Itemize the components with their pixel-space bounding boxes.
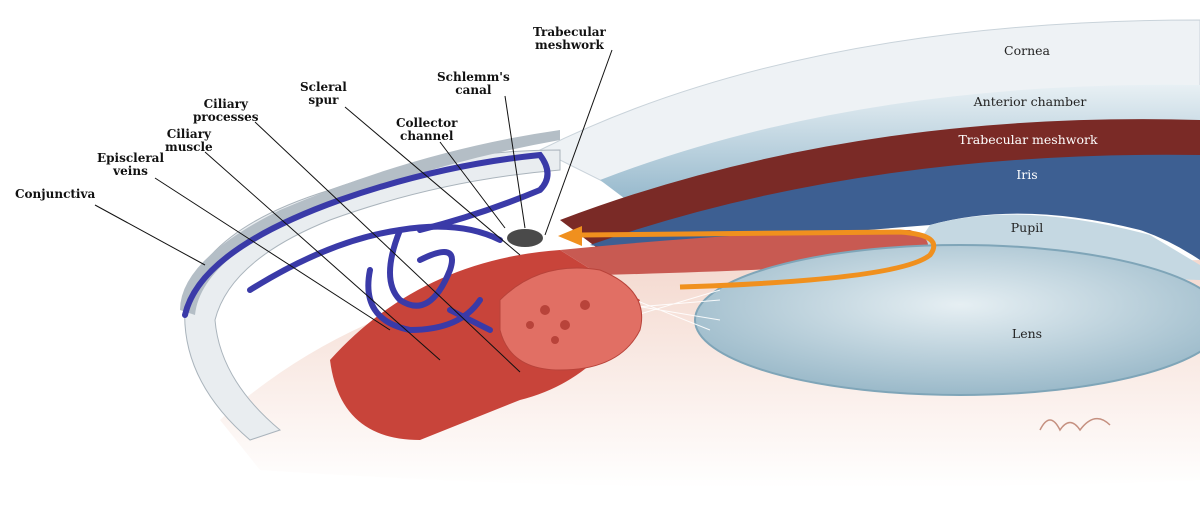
artist-signature [1039, 417, 1111, 432]
label-line: processes [193, 110, 259, 124]
label-trabecular-meshwork-band: Trabecular meshwork [958, 132, 1098, 147]
label-line: canal [455, 83, 492, 97]
label-pupil: Pupil [1010, 220, 1044, 235]
label-line: Ciliary [203, 97, 248, 111]
lens [694, 244, 1200, 396]
label-iris: Iris [1016, 167, 1038, 182]
aqueous-flow-arrow [579, 229, 937, 290]
label-line: Collector [396, 116, 458, 130]
label-line: Schlemm's [437, 70, 510, 84]
arrow-head [558, 226, 582, 246]
episcleral-veins [182, 151, 551, 334]
label-cornea: Cornea [1004, 43, 1050, 58]
label-anterior-chamber: Anterior chamber [973, 94, 1087, 109]
label-conjunctiva: Conjunctiva [15, 187, 96, 201]
label-line: meshwork [535, 38, 604, 52]
label-line: muscle [165, 140, 213, 154]
ciliary-processes [499, 267, 643, 371]
zonule-fibers [599, 289, 721, 331]
label-lens: Lens [1011, 326, 1043, 341]
anterior-chamber [600, 84, 1200, 210]
label-line: spur [308, 93, 339, 107]
schlemms-canal [507, 229, 543, 247]
label-line: Episcleral [97, 151, 165, 165]
trabecular-band [560, 119, 1200, 251]
label-line: Scleral [300, 80, 347, 94]
label-line: Ciliary [166, 127, 211, 141]
ciliary-process-dots [526, 300, 590, 344]
leader-lines [94, 49, 613, 373]
label-line: Trabecular [533, 25, 606, 39]
label-line: veins [113, 164, 148, 178]
label-line: channel [400, 129, 454, 143]
